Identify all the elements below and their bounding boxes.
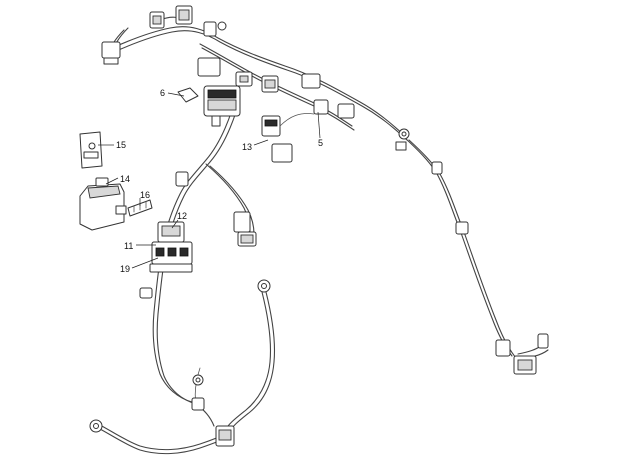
callout-16: 16	[140, 190, 150, 200]
main-harness-trunk	[107, 16, 408, 141]
clip-right-2	[455, 221, 469, 235]
connector-mid-2	[301, 73, 321, 89]
connector-right-end	[495, 333, 549, 375]
right-branch-harness	[404, 137, 549, 359]
bracket-15	[79, 131, 103, 169]
connector-center-1	[175, 171, 189, 187]
connector-top-left	[101, 41, 121, 65]
connector-mid-1	[261, 75, 279, 93]
connector-top-2	[175, 5, 193, 25]
connector-mid-3	[313, 99, 355, 119]
ring-terminal-center-low	[192, 374, 204, 386]
callout-14: 14	[120, 174, 130, 184]
main-connector-block	[203, 85, 241, 127]
ground-cable	[97, 291, 276, 455]
fuse-strip-16	[127, 199, 153, 217]
callout-5: 5	[318, 138, 323, 148]
fuse-box-14	[79, 177, 127, 231]
connector-top-3	[203, 21, 227, 37]
callout-19: 19	[120, 264, 130, 274]
fuse-block-top	[197, 57, 253, 87]
callout-13: 13	[242, 142, 252, 152]
callout-6: 6	[160, 88, 165, 98]
ring-terminal-ground-top	[257, 279, 271, 293]
ring-terminal-ground-left	[89, 419, 103, 433]
relay-clip-6	[177, 87, 199, 103]
callout-11: 11	[124, 241, 133, 251]
leader-lines	[98, 92, 321, 269]
clip-right-1	[431, 161, 443, 175]
relay-assembly	[149, 221, 193, 273]
connector-top-1	[149, 11, 165, 29]
connector-bottom	[191, 397, 235, 447]
connector-center-2	[233, 211, 257, 247]
callout-12: 12	[177, 211, 187, 221]
callout-15: 15	[116, 140, 126, 150]
ring-terminal-upper-right	[395, 128, 410, 151]
clip-center-lower	[139, 287, 153, 299]
connector-13	[261, 113, 315, 163]
